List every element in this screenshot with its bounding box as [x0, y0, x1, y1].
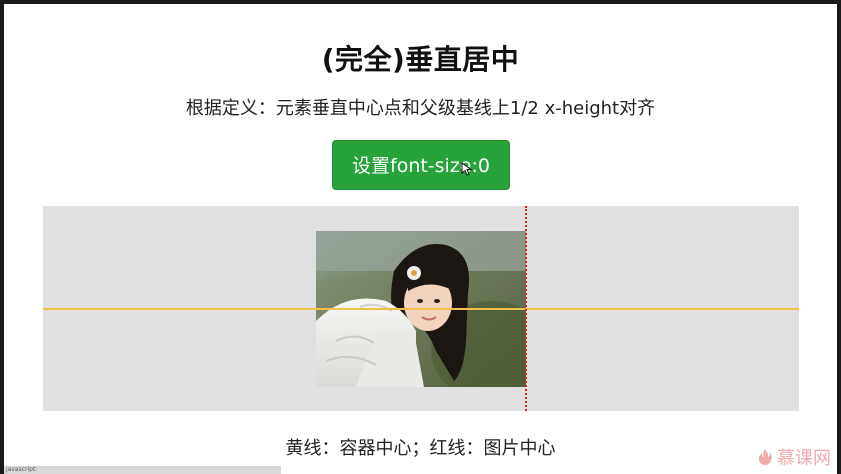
legend-caption: 黄线：容器中心；红线：图片中心	[285, 438, 556, 459]
flame-logo-icon	[758, 449, 772, 465]
browser-status-bar: javascript:	[4, 466, 281, 474]
slide-page: (完全)垂直居中 根据定义：元素垂直中心点和父级基线上1/2 x-height对…	[4, 4, 837, 474]
demo-photo	[316, 231, 526, 387]
watermark-text: 慕课网	[777, 448, 831, 469]
set-font-size-button[interactable]: 设置font-size:0	[332, 140, 510, 190]
demo-container	[43, 206, 799, 411]
slide-title: (完全)垂直居中	[321, 43, 520, 76]
watermark: 慕课网	[757, 444, 831, 470]
definition-text: 根据定义：元素垂直中心点和父级基线上1/2 x-height对齐	[185, 98, 656, 119]
mouse-pointer-icon	[461, 161, 473, 176]
container-center-line	[43, 308, 799, 310]
image-center-line	[525, 206, 527, 411]
